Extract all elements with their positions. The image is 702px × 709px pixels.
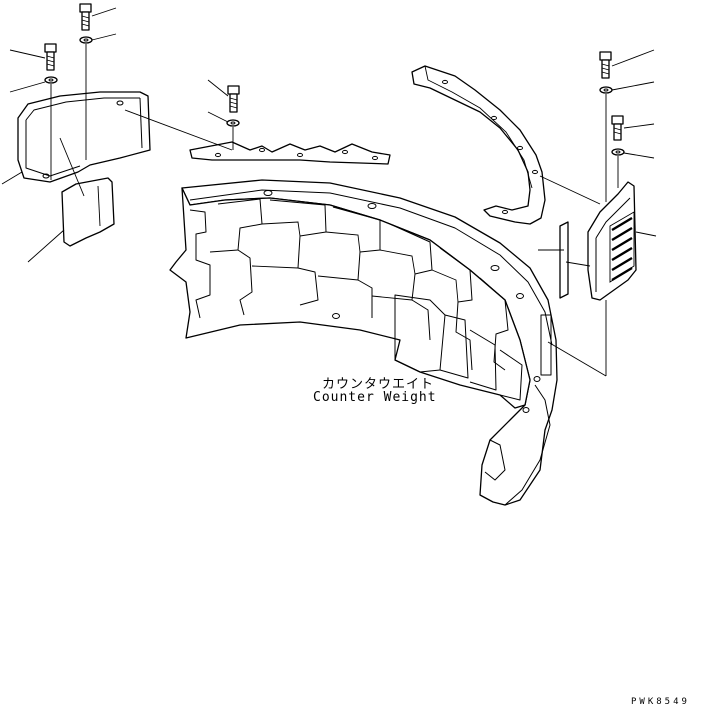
bolt-top-left [79,3,92,31]
left-side-cover [17,91,151,183]
washer-right-lower [611,148,625,156]
leader-lines [1,7,657,377]
bolt-right-lower [611,115,624,141]
counter-weight [169,179,558,506]
counter-weight-label-en: Counter Weight [313,390,437,405]
curved-right-bracket [411,65,546,225]
assembly-axis-lines [50,44,619,376]
label-plate [61,177,115,247]
drawing-code: PWK8549 [631,697,690,707]
rubber-strip [559,221,569,299]
bolt-center [227,85,240,113]
washer-center [226,119,240,127]
right-grille-cover [587,181,637,301]
washer-left [44,76,58,84]
upper-left-bracket [189,141,391,165]
counter-weight-label-jp: カウンタウエイト [322,377,435,392]
bolt-left [44,43,57,71]
washer-top-left [79,36,93,44]
washer-right-upper [599,86,613,94]
bolt-right-upper [599,51,612,79]
